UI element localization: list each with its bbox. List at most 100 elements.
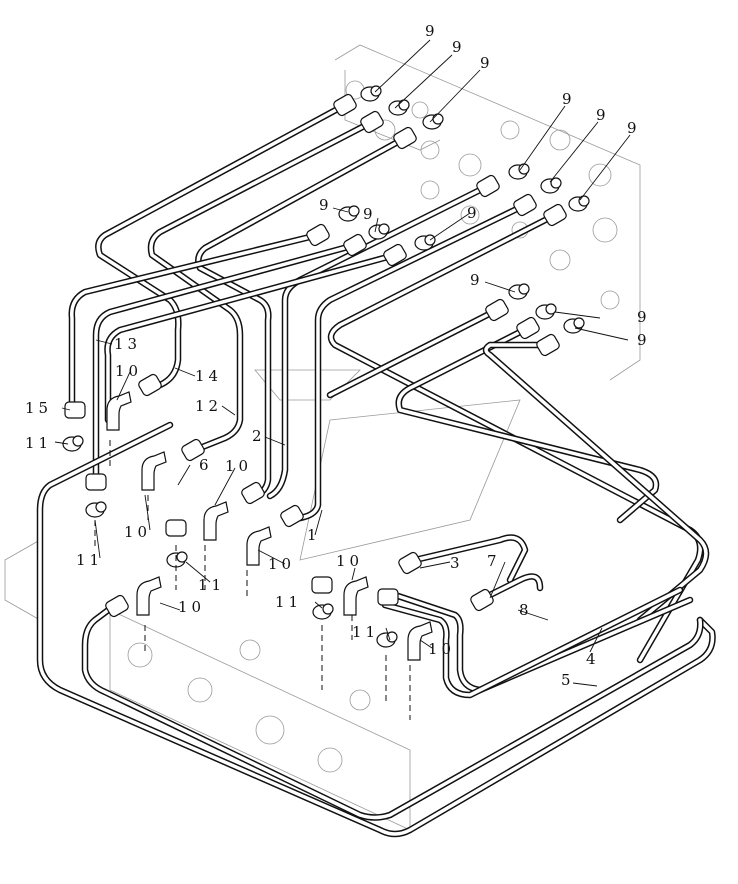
- tube-nut: [536, 333, 560, 357]
- callout-label: 9: [562, 90, 576, 108]
- nut-body: [105, 594, 129, 618]
- nut-body: [360, 110, 384, 134]
- tube-3-outline: [195, 134, 409, 500]
- tube-nut: [343, 233, 367, 257]
- callout-label: 10: [336, 552, 363, 570]
- callout-label: 6: [199, 456, 213, 474]
- tube-17-bore: [393, 593, 692, 692]
- nut-body: [470, 588, 494, 612]
- callout-label: 9: [637, 331, 651, 349]
- union-fitting: [540, 177, 562, 194]
- union-fitting: [568, 195, 590, 212]
- union-thread: [386, 631, 398, 643]
- callout-label: 9: [363, 205, 377, 223]
- valve-body-outline: [4, 44, 641, 831]
- union-fitting: [388, 99, 410, 116]
- tube-nut: [485, 298, 509, 322]
- union-thread: [72, 435, 84, 447]
- callout-label: 14: [195, 367, 222, 385]
- nut-body: [476, 174, 500, 198]
- elbow-body: [106, 391, 132, 431]
- callout-label: 9: [480, 54, 494, 72]
- union-fitting: [360, 85, 382, 102]
- callout-label: 9: [452, 38, 466, 56]
- tube-12-bore: [105, 253, 397, 422]
- tube-15-bore: [38, 423, 715, 836]
- union-thread: [398, 99, 410, 111]
- nut-body: [383, 243, 407, 267]
- callout-label: 3: [450, 554, 464, 572]
- callout-label: 13: [114, 335, 141, 353]
- tube-13-outline: [411, 534, 529, 584]
- tube-nut: [241, 481, 265, 505]
- callout-label: 9: [467, 204, 481, 222]
- callout-label: 9: [637, 308, 651, 326]
- callout-label: 11: [198, 576, 225, 594]
- union-fitting: [563, 317, 585, 334]
- nut-body: [138, 373, 162, 397]
- nut-body: [181, 438, 205, 462]
- callout-label: 11: [275, 593, 302, 611]
- tube-8-bore: [397, 326, 658, 522]
- union-fitting: [62, 435, 84, 452]
- nut-body: [64, 401, 86, 419]
- elbow-fitting: [407, 621, 433, 661]
- elbow-fitting: [141, 451, 167, 491]
- callout-label: 10: [178, 598, 205, 616]
- union-fitting: [376, 631, 398, 648]
- tube-18-bore: [383, 588, 682, 697]
- callout-label: 9: [319, 196, 333, 214]
- nut-body: [543, 203, 567, 227]
- union-fitting: [535, 303, 557, 320]
- union-thread: [432, 113, 444, 125]
- tube-nut: [476, 174, 500, 198]
- tube-5-bore: [298, 203, 527, 520]
- tube-nut: [138, 373, 162, 397]
- callout-label: 9: [470, 271, 484, 289]
- elbow-body: [203, 501, 229, 541]
- callout-label: 11: [352, 623, 379, 641]
- tube-nut: [383, 243, 407, 267]
- union-fitting: [85, 501, 107, 518]
- tube-2-bore: [149, 120, 374, 452]
- tube-nut: [516, 316, 540, 340]
- tube-nut: [513, 193, 537, 217]
- tube-nut: [181, 438, 205, 462]
- tube-nut: [333, 93, 357, 117]
- elbow-fitting: [246, 526, 272, 566]
- callout-label: 11: [25, 434, 52, 452]
- union-fitting: [312, 603, 334, 620]
- nut-body: [398, 551, 422, 575]
- tube-9-bore: [484, 343, 708, 622]
- callout-label: 7: [487, 552, 501, 570]
- callout-label: 8: [519, 601, 533, 619]
- union-thread: [545, 303, 557, 315]
- union-fitting: [368, 223, 390, 240]
- nut-body: [516, 316, 540, 340]
- union-thread: [322, 603, 334, 615]
- tube-group: [36, 101, 716, 838]
- union-fitting: [422, 113, 444, 130]
- tube-10-bore: [70, 233, 320, 407]
- nut-body: [306, 223, 330, 247]
- nut-body: [343, 233, 367, 257]
- tube-3-bore: [196, 136, 407, 498]
- union-fitting: [338, 205, 360, 222]
- tube-nut: [311, 576, 333, 594]
- elbow-body: [136, 576, 162, 616]
- callout-label: 10: [124, 523, 151, 541]
- tube-nut: [360, 110, 384, 134]
- nut-body: [377, 588, 399, 606]
- elbow-fitting: [106, 391, 132, 431]
- callout-label: 2: [252, 427, 266, 445]
- tube-nut: [393, 126, 417, 150]
- callout-label: 10: [115, 362, 142, 380]
- union-thread: [550, 177, 562, 189]
- callout-label: 10: [268, 555, 295, 573]
- callout-label: 10: [225, 457, 252, 475]
- nut-body: [536, 333, 560, 357]
- tube-11-bore: [94, 243, 357, 482]
- nut-body: [333, 93, 357, 117]
